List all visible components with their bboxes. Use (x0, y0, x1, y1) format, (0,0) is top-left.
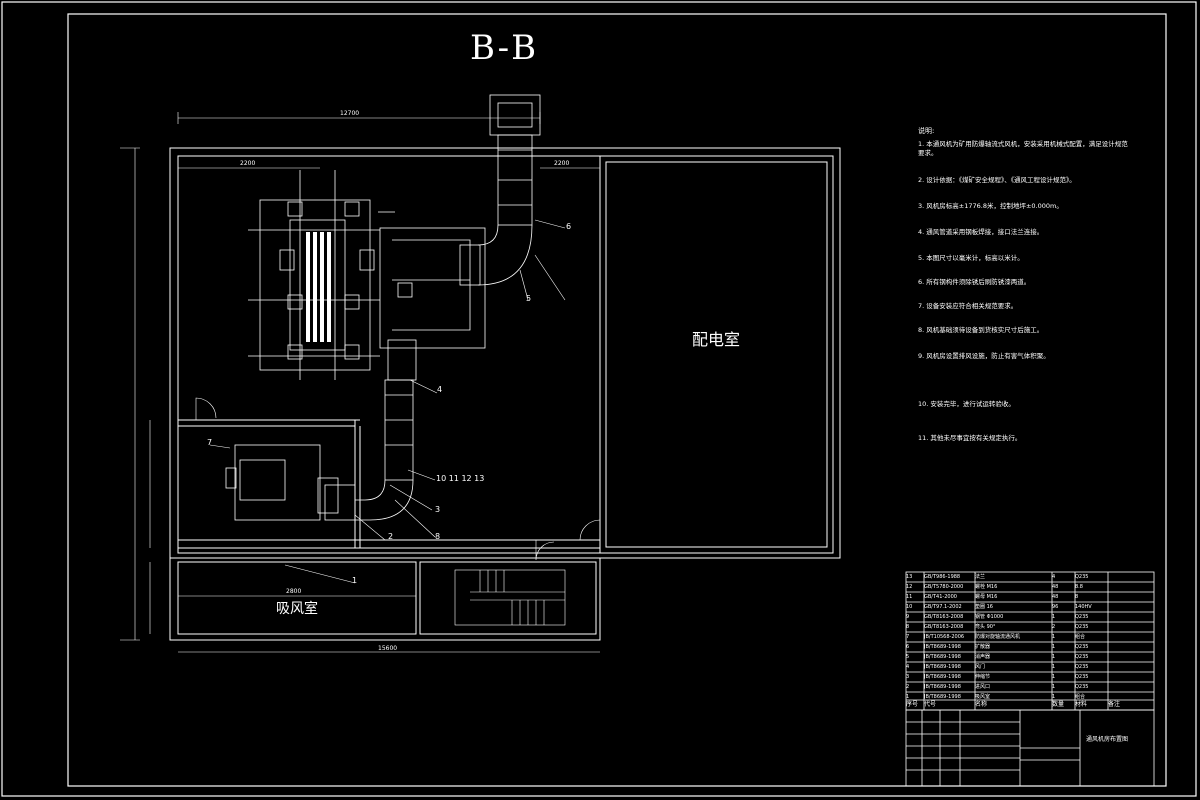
notes-title: 说明: (918, 127, 935, 135)
dimension-lines (120, 112, 600, 653)
parts-table (905, 571, 1155, 787)
note-9: 9. 风机房设置排风设施，防止有害气体积聚。 (918, 352, 1050, 360)
note-2: 2. 设计依据：《煤矿安全规程》、《通风工程设计规范》。 (918, 176, 1076, 184)
staircase (454, 569, 566, 626)
callout-8: 8 (435, 532, 441, 541)
dim-left-top: 2200 (240, 160, 256, 167)
callout-1: 1 (352, 576, 358, 585)
callout-6: 6 (566, 222, 572, 231)
note-11: 11. 其他未尽事宜按有关规定执行。 (918, 434, 1022, 442)
duct-system (324, 94, 541, 521)
callout-4: 4 (437, 385, 443, 394)
fan-motor-box (225, 444, 339, 521)
dim-right-top: 2200 (554, 160, 570, 167)
note-1: 1. 本通风机为矿用防爆轴流式风机，安装采用机械式配置，满足设计规范要求。 (918, 140, 1128, 157)
callout-3: 3 (435, 505, 441, 514)
note-5: 5. 本图尺寸以毫米计，标高以米计。 (918, 254, 1024, 262)
dim-suction: 2800 (286, 588, 302, 595)
building-outline (169, 147, 841, 641)
dim-top: 12700 (340, 110, 360, 117)
callout-5: 5 (526, 294, 532, 303)
callout-7: 7 (207, 438, 213, 447)
drawing-frame (67, 13, 1167, 787)
note-4: 4. 通风管道采用钢板焊接，接口法兰连接。 (918, 228, 1044, 236)
table-header-row: 序号 代号 名称 数量 材料 备注 (906, 701, 1121, 708)
note-8: 8. 风机基础须待设备到货核实尺寸后施工。 (918, 326, 1044, 334)
callout-10-13: 10 11 12 13 (436, 474, 485, 483)
note-6: 6. 所有钢构件须除锈后刷防锈漆两道。 (918, 278, 1031, 286)
section-title: B-B (470, 28, 539, 68)
leader-lines (209, 219, 566, 584)
fan-blades (306, 232, 331, 342)
title-block-drawing-name: 通风机房布置图 (1086, 736, 1129, 743)
callout-2: 2 (388, 532, 394, 541)
note-3: 3. 风机房标高±1776.8米，控制地坪±0.000m。 (918, 202, 1063, 210)
note-7: 7. 设备安装应符合相关规范要求。 (918, 302, 1018, 310)
door-swings (195, 397, 601, 561)
suction-room-label: 吸风室 (276, 601, 318, 617)
dim-bottom: 15600 (378, 645, 398, 652)
distribution-room-label: 配电室 (692, 330, 741, 349)
fan-equipment (248, 170, 380, 380)
note-10: 10. 安装完毕，进行试运转验收。 (918, 400, 1015, 408)
